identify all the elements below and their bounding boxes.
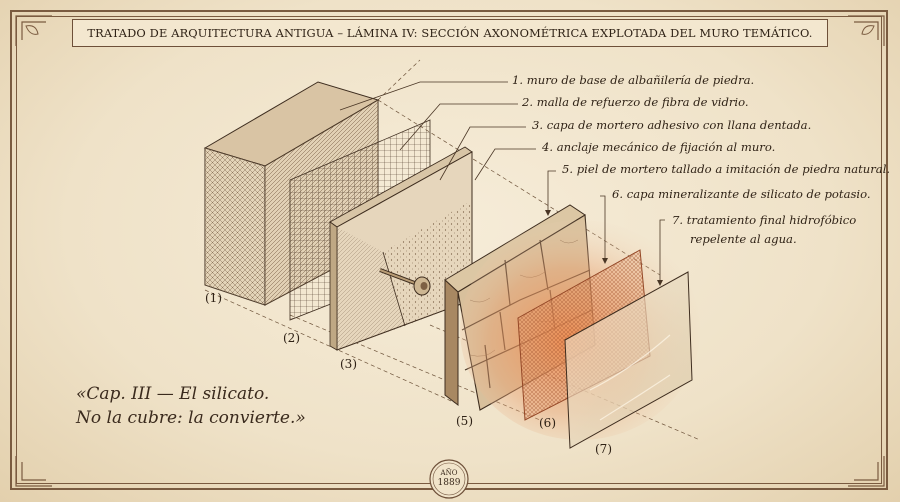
- layer-number-6: (6): [539, 416, 556, 430]
- layer-number-2: (2): [283, 331, 300, 345]
- layer-number-1: (1): [205, 291, 222, 305]
- quote-line-2: No la cubre: la convierte.»: [76, 408, 306, 428]
- leader-arrowheads: [545, 210, 663, 286]
- callout-2: 2. malla de refuerzo de fibra de vidrio.: [522, 95, 749, 109]
- callout-5: 5. piel de mortero tallado a imitación d…: [562, 162, 891, 176]
- medallion-label: AÑO: [440, 469, 458, 477]
- medallion-year: 1889: [437, 478, 461, 488]
- layer-number-5: (5): [456, 414, 473, 428]
- corner-ornament-top-left: [15, 15, 52, 46]
- corner-ornament-top-right: [848, 15, 885, 46]
- corner-ornament-bottom-left: [15, 456, 52, 487]
- corner-ornament-bottom-right: [848, 456, 885, 487]
- callout-3: 3. capa de mortero adhesivo con llana de…: [532, 118, 812, 132]
- layer-7-hydrophobic: [564, 271, 693, 449]
- layer-3-mortar-board: [329, 146, 473, 351]
- plate-title: TRATADO DE ARQUITECTURA ANTIGUA – LÁMINA…: [87, 26, 813, 40]
- callout-1: 1. muro de base de albañilería de piedra…: [512, 73, 755, 87]
- title-band: [72, 19, 828, 47]
- callout-7: 7. tratamiento final hidrofóbico: [672, 213, 857, 227]
- callout-7-continuation: repelente al agua.: [690, 232, 797, 246]
- layer-4-anchor: [379, 268, 431, 296]
- callout-6: 6. capa mineralizante de silicato de pot…: [612, 187, 871, 201]
- layer-number-7: (7): [595, 442, 612, 456]
- year-medallion: [429, 459, 469, 499]
- layer-number-3: (3): [340, 357, 357, 371]
- leader-lines: [339, 81, 665, 280]
- callout-4: 4. anclaje mecánico de fijación al muro.: [542, 140, 776, 154]
- quote-line-1: «Cap. III — El silicato.: [76, 384, 270, 404]
